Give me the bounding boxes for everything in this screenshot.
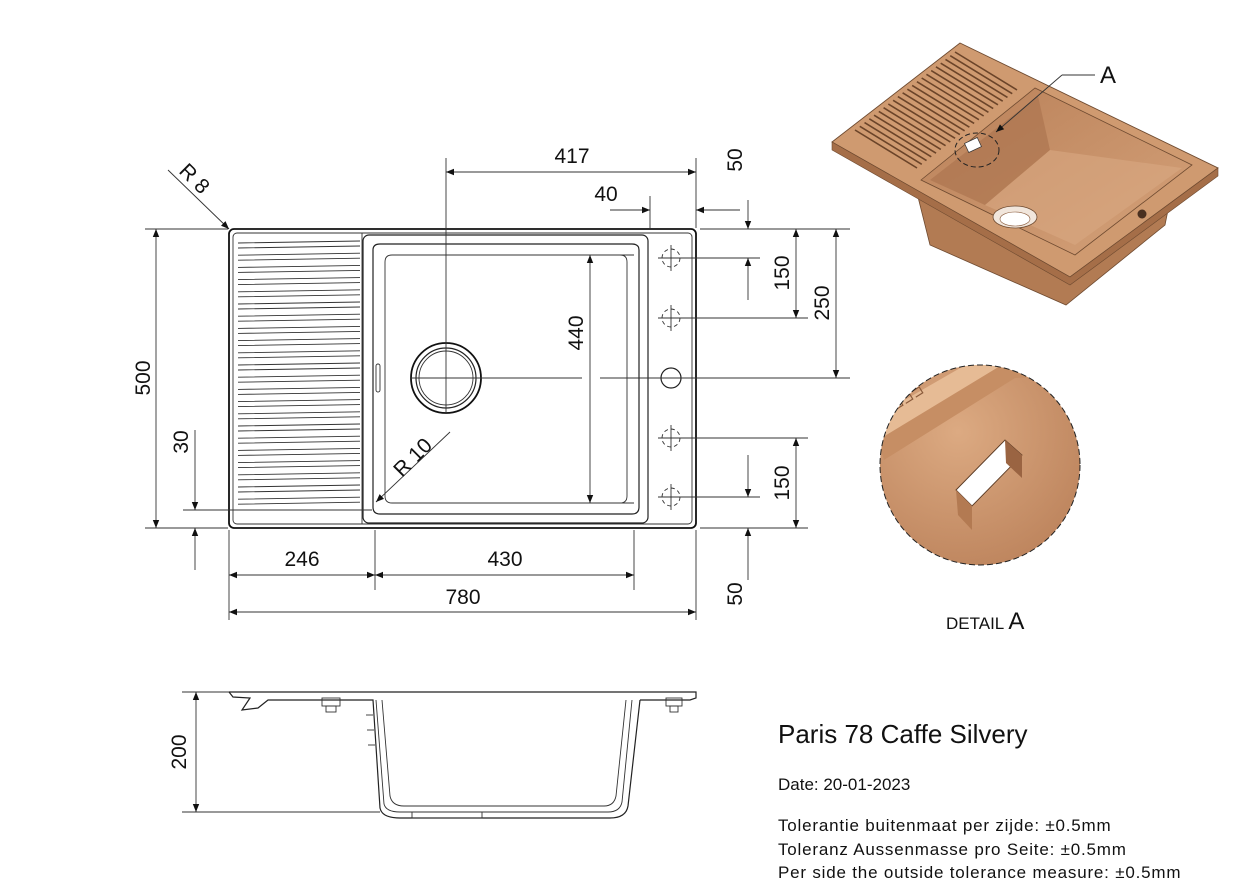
drainer-groove [237,362,361,371]
dim-440: 440 [565,315,588,350]
isometric-groove [859,125,923,165]
dim-150-top: 150 [771,255,794,290]
drainer-groove [237,472,361,481]
drainer-groove [237,460,361,469]
detail-a-view: ⊐⊐⊐⊐ [879,364,1081,566]
dim-430: 430 [487,548,522,571]
basin-outline [362,234,649,524]
detail-callout-letter: A [1100,62,1116,89]
drainer-groove [237,447,361,456]
dim-417: 417 [554,145,589,168]
drainer-groove [237,496,361,505]
tolerance-dutch: Tolerantie buitenmaat per zijde: ±0.5mm [778,816,1112,835]
drainer-groove [237,240,361,249]
drainer-groove [237,399,361,408]
drainer-groove [237,289,361,298]
dim-500: 500 [132,360,155,395]
isometric-groove [906,88,970,128]
isometric-grooves [854,51,1018,169]
detail-caption-letter: A [1008,608,1025,635]
drainer-groove [237,411,361,420]
isometric-groove [940,62,1004,102]
drainer-groove [237,423,361,432]
drainer-groove [237,350,361,359]
isometric-groove [949,55,1013,95]
isometric-groove [897,95,961,136]
isometric-groove [854,129,918,169]
tolerance-german: Toleranz Aussenmasse pro Seite: ±0.5mm [778,840,1127,859]
dim-50-top: 50 [724,148,747,171]
isometric-groove [892,99,956,139]
drainer-groove [237,374,361,383]
dim-30: 30 [170,430,193,453]
tap-holes [658,245,684,510]
isometric-groove [935,66,999,106]
dim-250: 250 [811,285,834,320]
dim-150-bottom: 150 [771,465,794,500]
isometric-groove [868,118,932,158]
dimension-lines: 417 40 50 150 250 440 500 30 150 50 246 … [132,145,850,770]
detail-caption-label: DETAIL [946,614,1004,633]
drainer-grooves [237,240,361,505]
isometric-view: A [831,42,1219,306]
isometric-groove [916,81,980,121]
radius-10: R 10 [389,434,437,482]
drainer-groove [237,313,361,322]
plan-view [228,158,850,529]
drainer-groove [237,325,361,334]
drainer-groove [237,484,361,493]
dim-50-bottom: 50 [724,582,747,605]
isometric-groove [954,51,1018,91]
dim-40: 40 [594,183,617,206]
isometric-groove [926,73,989,113]
isometric-groove [902,92,966,132]
tolerance-english: Per side the outside tolerance measure: … [778,863,1182,882]
dim-246: 246 [284,548,319,571]
section-view [182,691,697,819]
dim-780: 780 [445,586,480,609]
isometric-groove [945,58,1008,99]
isometric-groove [911,84,975,125]
isometric-groove [864,121,927,162]
isometric-groove [921,77,985,117]
drawing-date: Date: 20-01-2023 [778,775,911,794]
drainer-groove [237,338,361,347]
drainer-groove [237,277,361,286]
drainer-groove [237,301,361,310]
drainer-groove [237,435,361,444]
isometric-groove [878,110,942,151]
drainer-groove [237,386,361,395]
detail-caption: DETAIL A [946,608,1024,636]
sink-outline [228,228,697,529]
radius-8: R 8 [174,159,213,198]
drainer-groove [237,252,361,261]
drainer-groove [237,264,361,273]
isometric-groove [883,107,946,147]
isometric-groove [887,103,951,143]
isometric-groove [873,114,937,154]
isometric-groove [930,69,994,110]
dim-200: 200 [168,734,191,769]
product-title: Paris 78 Caffe Silvery [778,719,1028,749]
